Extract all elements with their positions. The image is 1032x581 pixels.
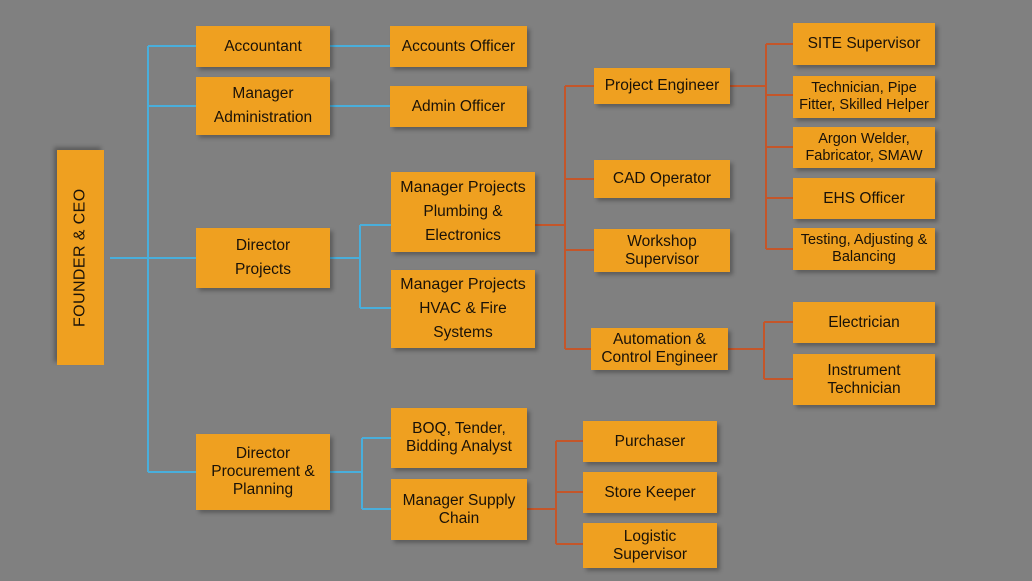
- node-purchaser[interactable]: Purchaser: [583, 421, 717, 462]
- node-project-engineer[interactable]: Project Engineer: [594, 68, 730, 104]
- node-ehs-officer-line-0: EHS Officer: [823, 189, 905, 207]
- node-manager-administration-line-0: Manager: [232, 85, 294, 103]
- node-site-supervisor-line-0: SITE Supervisor: [807, 35, 921, 53]
- node-manager-administration-line-1: Administration: [213, 109, 313, 126]
- node-cad-operator[interactable]: CAD Operator: [594, 160, 730, 198]
- node-director-procurement-line-2: Planning: [232, 480, 294, 498]
- node-technician-pipe-fitter-line-1: Fitter, Skilled Helper: [799, 97, 929, 113]
- node-accounts-officer[interactable]: Accounts Officer: [390, 26, 527, 67]
- node-manager-projects-hvac-line-0: Manager Projects: [400, 275, 526, 293]
- node-manager-projects-hvac-line-2: Systems: [433, 324, 493, 342]
- node-director-procurement-line-0: Director: [235, 445, 291, 463]
- node-site-supervisor[interactable]: SITE Supervisor: [793, 23, 935, 65]
- node-director-projects-line-0: Director: [235, 237, 291, 255]
- node-manager-projects-plumbing-line-2: Electronics: [425, 227, 501, 245]
- node-admin-officer[interactable]: Admin Officer: [390, 86, 527, 127]
- node-founder-ceo[interactable]: FOUNDER & CEO: [57, 150, 104, 365]
- node-manager-administration[interactable]: Manager Administration: [196, 77, 330, 135]
- node-manager-supply-chain-line-0: Manager Supply: [402, 491, 516, 509]
- node-automation-control-engineer-line-0: Automation &: [612, 331, 707, 349]
- node-logistic-supervisor-line-0: Logistic: [623, 527, 677, 545]
- node-workshop-supervisor[interactable]: Workshop Supervisor: [594, 229, 730, 272]
- node-store-keeper-line-0: Store Keeper: [604, 483, 696, 501]
- node-director-procurement-line-1: Procurement &: [211, 463, 315, 481]
- node-automation-control-engineer-line-1: Control Engineer: [601, 349, 718, 366]
- node-argon-welder-line-0: Argon Welder,: [818, 130, 910, 147]
- node-testing-adjusting-balancing-line-1: Balancing: [832, 249, 896, 265]
- node-manager-supply-chain-line-1: Chain: [438, 509, 480, 527]
- node-accountant-line-0: Accountant: [224, 37, 302, 55]
- node-director-procurement[interactable]: Director Procurement & Planning: [196, 434, 330, 510]
- node-instrument-technician-line-1: Technician: [827, 379, 901, 397]
- node-boq-tender-bidding-analyst-line-1: Bidding Analyst: [406, 438, 512, 455]
- node-store-keeper[interactable]: Store Keeper: [583, 472, 717, 513]
- node-manager-projects-hvac-line-1: HVAC & Fire: [419, 300, 507, 318]
- node-argon-welder-line-1: Fabricator, SMAW: [805, 147, 923, 164]
- node-admin-officer-line-0: Admin Officer: [411, 97, 506, 115]
- node-manager-projects-plumbing-line-1: Plumbing &: [423, 203, 503, 221]
- node-manager-projects-plumbing[interactable]: Manager Projects Plumbing & Electronics: [391, 172, 535, 252]
- node-technician-pipe-fitter[interactable]: Technician, Pipe Fitter, Skilled Helper: [793, 76, 935, 118]
- node-boq-tender-bidding-analyst-line-0: BOQ, Tender,: [412, 420, 506, 438]
- node-workshop-supervisor-line-1: Supervisor: [624, 250, 700, 268]
- node-testing-adjusting-balancing-line-0: Testing, Adjusting &: [800, 232, 928, 249]
- node-logistic-supervisor-line-1: Supervisor: [612, 545, 688, 563]
- node-logistic-supervisor[interactable]: Logistic Supervisor: [583, 523, 717, 568]
- node-instrument-technician-line-0: Instrument: [827, 361, 901, 379]
- node-workshop-supervisor-line-0: Workshop: [627, 232, 697, 250]
- node-director-projects[interactable]: Director Projects: [196, 228, 330, 288]
- node-manager-projects-plumbing-line-0: Manager Projects: [400, 178, 526, 196]
- node-testing-adjusting-balancing[interactable]: Testing, Adjusting & Balancing: [793, 228, 935, 270]
- node-technician-pipe-fitter-line-0: Technician, Pipe: [811, 80, 917, 97]
- node-purchaser-line-0: Purchaser: [614, 432, 686, 450]
- node-founder-ceo-line-0: FOUNDER & CEO: [71, 188, 89, 327]
- node-electrician-line-0: Electrician: [828, 313, 900, 331]
- node-electrician[interactable]: Electrician: [793, 302, 935, 343]
- node-accounts-officer-line-0: Accounts Officer: [401, 37, 516, 55]
- node-instrument-technician[interactable]: Instrument Technician: [793, 354, 935, 405]
- node-director-projects-line-1: Projects: [235, 261, 291, 278]
- node-ehs-officer[interactable]: EHS Officer: [793, 178, 935, 219]
- node-project-engineer-line-0: Project Engineer: [604, 77, 720, 95]
- node-boq-tender-bidding-analyst[interactable]: BOQ, Tender, Bidding Analyst: [391, 408, 527, 468]
- node-automation-control-engineer[interactable]: Automation & Control Engineer: [591, 328, 728, 370]
- node-accountant[interactable]: Accountant: [196, 26, 330, 67]
- node-argon-welder[interactable]: Argon Welder, Fabricator, SMAW: [793, 127, 935, 168]
- node-manager-supply-chain[interactable]: Manager Supply Chain: [391, 479, 527, 540]
- node-manager-projects-hvac[interactable]: Manager Projects HVAC & Fire Systems: [391, 270, 535, 348]
- node-cad-operator-line-0: CAD Operator: [612, 170, 712, 188]
